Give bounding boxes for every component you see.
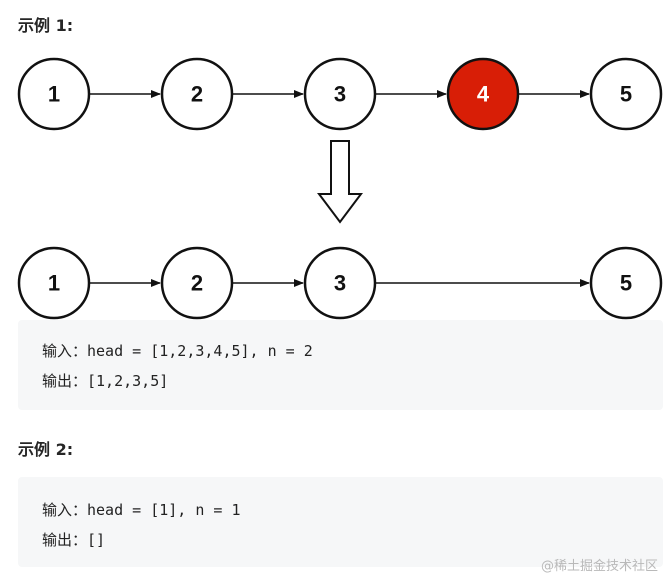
down-arrow-icon (317, 140, 363, 224)
example-1-code-block: 输入：head = [1,2,3,4,5], n = 2 输出：[1,2,3,5… (18, 320, 663, 410)
list-node: 2 (160, 246, 234, 320)
example-2-output: 输出：[] (42, 531, 106, 549)
node-value: 3 (334, 82, 346, 107)
list-node: 1 (17, 57, 91, 131)
list-node: 1 (17, 246, 91, 320)
list-node: 2 (160, 57, 234, 131)
list-node: 3 (303, 57, 377, 131)
example-1-heading: 示例 1: (18, 16, 74, 35)
linked-list-diagram: 1 2 3 4 5 1 2 3 5 (17, 57, 663, 320)
node-value: 2 (191, 271, 203, 296)
list-node: 3 (303, 246, 377, 320)
node-value: 1 (48, 82, 60, 107)
list-node: 5 (589, 246, 663, 320)
watermark: @稀土掘金技术社区 (540, 559, 658, 574)
removed-list-node: 4 (446, 57, 520, 131)
example-2-code-block: 输入：head = [1], n = 1 输出：[] (18, 477, 663, 567)
list-node: 5 (589, 57, 663, 131)
example-1-output: 输出：[1,2,3,5] (42, 372, 169, 390)
node-value: 5 (620, 271, 632, 296)
node-value: 4 (477, 82, 490, 107)
node-value: 1 (48, 271, 60, 296)
node-value: 2 (191, 82, 203, 107)
node-value: 3 (334, 271, 346, 296)
example-1-input: 输入：head = [1,2,3,4,5], n = 2 (42, 342, 313, 360)
example-2-input: 输入：head = [1], n = 1 (42, 501, 241, 519)
example-2-heading: 示例 2: (18, 440, 74, 459)
node-value: 5 (620, 82, 632, 107)
